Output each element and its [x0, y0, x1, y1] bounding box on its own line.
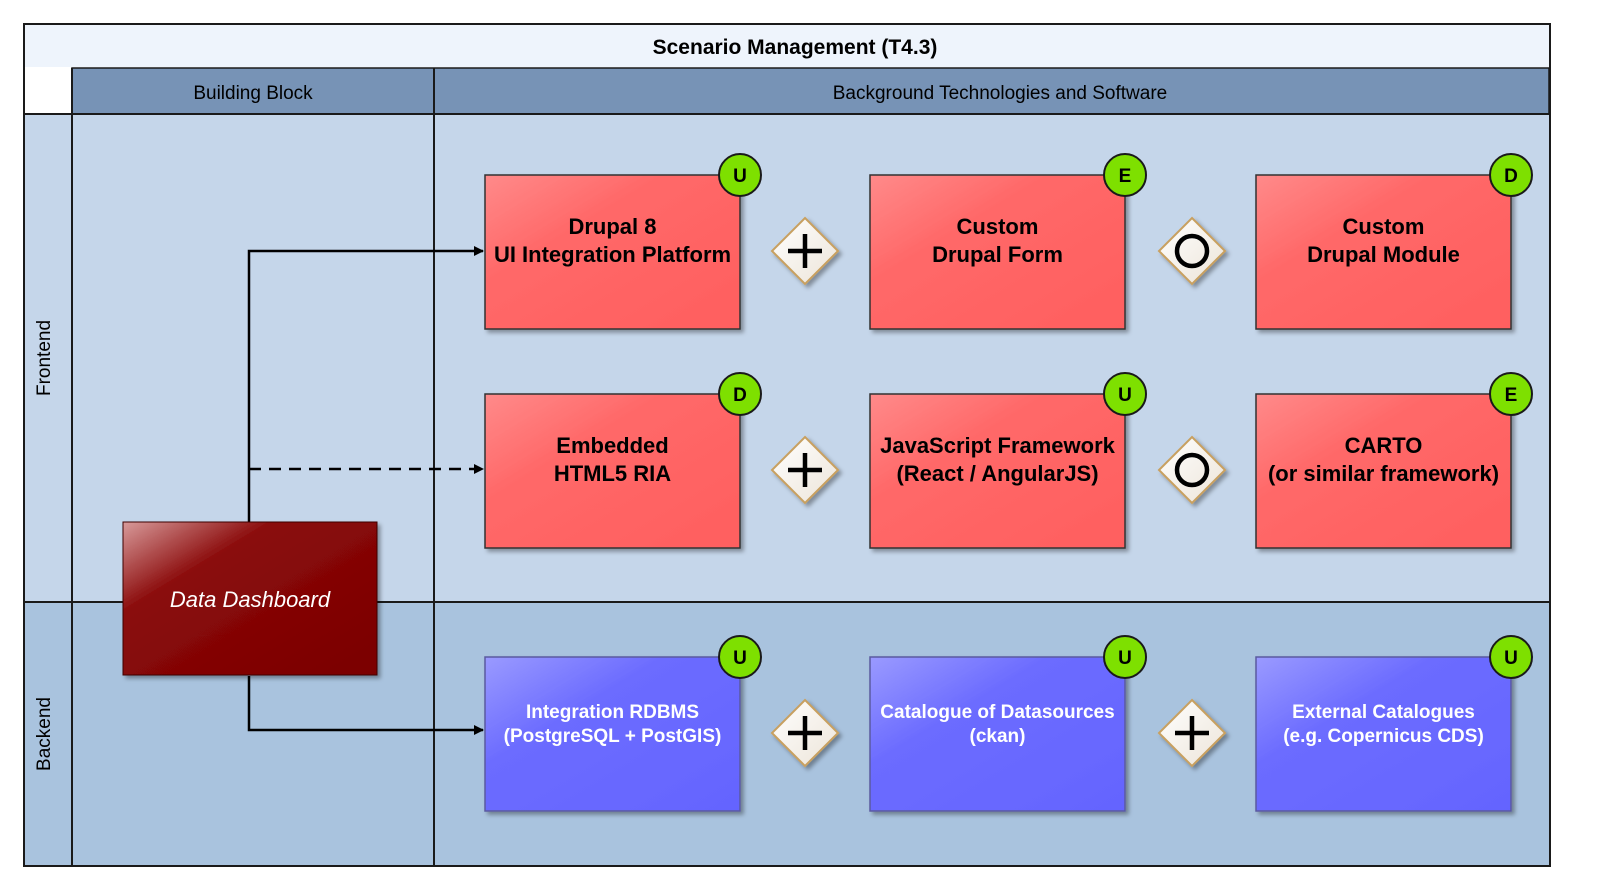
- gateway-circle-icon: [1157, 216, 1227, 286]
- data-dashboard-label: Data Dashboard: [170, 587, 331, 612]
- badge-catalogue-letter: U: [1118, 648, 1132, 669]
- badge-custom-form: E: [1103, 153, 1147, 197]
- badge-html5-ria: D: [718, 372, 762, 416]
- box-catalogue[interactable]: Catalogue of Datasources (ckan) U: [869, 635, 1147, 812]
- badge-drupal8-letter: U: [733, 166, 747, 187]
- box-catalogue-line: Catalogue of Datasources: [880, 702, 1114, 723]
- box-js-framework-line: JavaScript Framework: [880, 433, 1116, 458]
- box-rdbms-line: Integration RDBMS: [526, 702, 699, 723]
- box-custom-module-rect: [1255, 174, 1512, 330]
- box-js-framework-rect: [869, 393, 1126, 549]
- box-js-framework-line: (React / AngularJS): [896, 461, 1098, 486]
- title-band: [25, 25, 1549, 67]
- badge-external-letter: U: [1504, 648, 1518, 669]
- technology-boxes: Drupal 8UI Integration PlatformUCustomDr…: [484, 153, 1533, 812]
- box-carto-rect: [1255, 393, 1512, 549]
- box-external-line: External Catalogues: [1292, 702, 1475, 723]
- badge-custom-module-letter: D: [1504, 166, 1518, 187]
- connector-to-rdbms: [247, 676, 484, 735]
- badge-carto: E: [1489, 372, 1533, 416]
- box-html5-ria-line: Embedded: [556, 433, 668, 458]
- box-carto-line: CARTO: [1345, 433, 1423, 458]
- box-rdbms-rect: [484, 656, 741, 812]
- lane-label-backend: Backend: [34, 697, 55, 771]
- header-background: Background Technologies and Software: [833, 83, 1168, 104]
- box-js-framework[interactable]: JavaScript Framework (React / AngularJS) U: [869, 372, 1147, 549]
- box-drupal8-line: Drupal 8: [568, 214, 656, 239]
- box-external[interactable]: External Catalogues (e.g. Copernicus CDS)…: [1255, 635, 1533, 812]
- connector-to-drupal8: [247, 246, 484, 522]
- gateway-plus-icon: [770, 698, 840, 768]
- badge-rdbms: U: [718, 635, 762, 679]
- badge-catalogue: U: [1103, 635, 1147, 679]
- box-catalogue-line: (ckan): [970, 726, 1026, 747]
- diagram-title: Scenario Management (T4.3): [653, 36, 938, 59]
- box-html5-ria-rect: [484, 393, 741, 549]
- box-catalogue-rect: [869, 656, 1126, 812]
- gateway-plus-icon: [770, 435, 840, 505]
- data-dashboard-block[interactable]: [122, 521, 378, 676]
- badge-js-framework-letter: U: [1118, 385, 1132, 406]
- box-drupal8-line: UI Integration Platform: [494, 242, 731, 267]
- badge-custom-module: D: [1489, 153, 1533, 197]
- box-carto[interactable]: CARTO (or similar framework) E: [1255, 372, 1533, 549]
- box-custom-form-rect: [869, 174, 1126, 330]
- gateway-plus-icon: [1157, 698, 1227, 768]
- header-building-block: Building Block: [193, 83, 313, 104]
- gateway-circle-icon: [1157, 435, 1227, 505]
- badge-rdbms-letter: U: [733, 648, 747, 669]
- lane-label-frontend: Frontend: [34, 320, 55, 396]
- gateway-plus-icon: [770, 216, 840, 286]
- badge-drupal8: U: [718, 153, 762, 197]
- badge-js-framework: U: [1103, 372, 1147, 416]
- box-html5-ria-line: HTML5 RIA: [554, 461, 671, 486]
- badge-external: U: [1489, 635, 1533, 679]
- gateways: [770, 216, 1227, 768]
- box-rdbms[interactable]: Integration RDBMS (PostgreSQL + PostGIS) U: [484, 635, 762, 812]
- box-external-rect: [1255, 656, 1512, 812]
- box-custom-module-line: Drupal Module: [1307, 242, 1460, 267]
- box-rdbms-line: (PostgreSQL + PostGIS): [504, 726, 722, 747]
- badge-html5-ria-letter: D: [733, 385, 747, 406]
- box-drupal8-rect: [484, 174, 741, 330]
- header-band: [71, 67, 1550, 115]
- box-external-line: (e.g. Copernicus CDS): [1283, 726, 1484, 747]
- box-custom-form-line: Custom: [957, 214, 1039, 239]
- box-custom-form-line: Drupal Form: [932, 242, 1063, 267]
- badge-carto-letter: E: [1505, 385, 1518, 406]
- connectors: [247, 246, 484, 735]
- box-drupal8[interactable]: Drupal 8 UI Integration Platform U: [484, 153, 762, 330]
- badge-custom-form-letter: E: [1119, 166, 1132, 187]
- box-custom-module-line: Custom: [1343, 214, 1425, 239]
- box-carto-line: (or similar framework): [1268, 461, 1499, 486]
